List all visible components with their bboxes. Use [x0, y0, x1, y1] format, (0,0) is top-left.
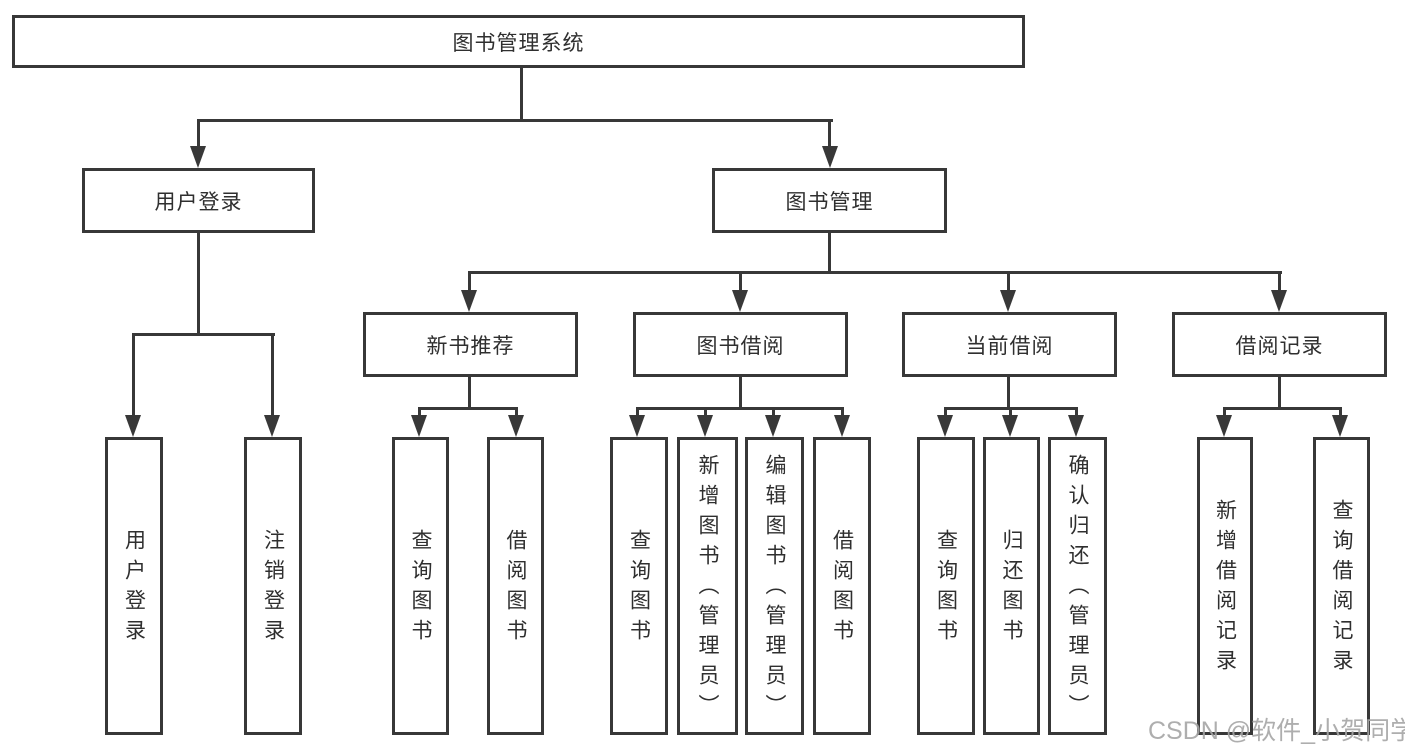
connector-line [704, 407, 707, 419]
arrow-down-icon [1068, 415, 1084, 437]
connector-line [944, 407, 947, 419]
arrow-down-icon [937, 415, 953, 437]
connector-line [197, 119, 833, 122]
leaf-borrow-books-recommend: 借阅图书 [487, 437, 544, 735]
connector-line [1278, 271, 1281, 292]
connector-line [468, 271, 1282, 274]
arrow-down-icon [1000, 290, 1016, 312]
connector-line [418, 407, 421, 419]
node-book-borrow-label: 图书借阅 [696, 334, 785, 358]
node-user-login-label: 用户登录 [154, 190, 243, 214]
connector-line [841, 407, 844, 419]
connector-line [1223, 407, 1226, 419]
arrow-down-icon [765, 415, 781, 437]
arrow-down-icon [732, 290, 748, 312]
connector-line [1223, 407, 1342, 410]
node-new-book-recommend-label: 新书推荐 [426, 334, 515, 358]
leaf-edit-book-admin-label: 编辑图书（管理员） [763, 454, 786, 724]
leaf-add-borrow-record-label: 新增借阅记录 [1213, 499, 1237, 679]
arrow-down-icon [461, 290, 477, 312]
arrow-down-icon [1332, 415, 1348, 437]
connector-line [739, 377, 742, 410]
leaf-query-books-current-label: 查询图书 [934, 529, 958, 649]
connector-line [1007, 377, 1010, 410]
connector-line [739, 271, 742, 292]
connector-line [515, 407, 518, 419]
node-borrow-records: 借阅记录 [1172, 312, 1387, 377]
node-book-management-label: 图书管理 [785, 190, 874, 214]
connector-line [636, 407, 844, 410]
arrow-down-icon [629, 415, 645, 437]
connector-line [271, 333, 274, 417]
node-new-book-recommend: 新书推荐 [363, 312, 578, 377]
leaf-query-books-current: 查询图书 [917, 437, 975, 735]
leaf-confirm-return-admin-label: 确认归还（管理员） [1066, 454, 1089, 724]
arrow-down-icon [1002, 415, 1018, 437]
leaf-add-borrow-record: 新增借阅记录 [1197, 437, 1253, 735]
leaf-borrow-books-label: 借阅图书 [830, 529, 854, 649]
node-borrow-records-label: 借阅记录 [1235, 334, 1324, 358]
connector-line [418, 407, 518, 410]
arrow-down-icon [822, 146, 838, 168]
connector-line [1278, 377, 1281, 410]
connector-line [1007, 271, 1010, 292]
arrow-down-icon [411, 415, 427, 437]
leaf-borrow-books-recommend-label: 借阅图书 [504, 529, 527, 649]
connector-line [1009, 407, 1012, 419]
connector-line [828, 233, 831, 274]
connector-line [197, 233, 200, 336]
arrow-down-icon [834, 415, 850, 437]
connector-line [197, 119, 200, 149]
arrow-down-icon [125, 415, 141, 437]
leaf-user-login-label: 用户登录 [122, 529, 146, 649]
connector-line [1339, 407, 1342, 419]
csdn-watermark: CSDN @软件_小贺同学 [1148, 717, 1405, 745]
node-user-login: 用户登录 [82, 168, 315, 233]
leaf-query-books-borrow-label: 查询图书 [627, 529, 651, 649]
connector-line [636, 407, 639, 419]
arrow-down-icon [1271, 290, 1287, 312]
arrow-down-icon [1216, 415, 1232, 437]
leaf-query-books-borrow: 查询图书 [610, 437, 668, 735]
arrow-down-icon [264, 415, 280, 437]
leaf-query-books-recommend: 查询图书 [392, 437, 449, 735]
leaf-confirm-return-admin: 确认归还（管理员） [1048, 437, 1107, 735]
node-root-label: 图书管理系统 [452, 31, 585, 55]
node-book-borrow: 图书借阅 [633, 312, 848, 377]
leaf-return-books-label: 归还图书 [1000, 529, 1023, 649]
connector-line [132, 333, 275, 336]
connector-line [828, 119, 831, 149]
arrow-down-icon [697, 415, 713, 437]
connector-line [468, 377, 471, 410]
connector-line [1075, 407, 1078, 419]
leaf-query-books-recommend-label: 查询图书 [409, 529, 432, 649]
node-book-management: 图书管理 [712, 168, 947, 233]
leaf-query-borrow-record-label: 查询借阅记录 [1330, 499, 1353, 679]
leaf-logout-label: 注销登录 [261, 529, 285, 649]
connector-line [772, 407, 775, 419]
leaf-add-book-admin: 新增图书（管理员） [677, 437, 738, 735]
leaf-edit-book-admin: 编辑图书（管理员） [745, 437, 804, 735]
leaf-logout: 注销登录 [244, 437, 302, 735]
leaf-return-books: 归还图书 [983, 437, 1040, 735]
connector-line [132, 333, 135, 417]
leaf-add-book-admin-label: 新增图书（管理员） [696, 454, 719, 724]
arrow-down-icon [508, 415, 524, 437]
leaf-user-login: 用户登录 [105, 437, 163, 735]
node-current-borrow-label: 当前借阅 [965, 334, 1054, 358]
connector-line [520, 68, 523, 122]
leaf-borrow-books: 借阅图书 [813, 437, 871, 735]
node-root: 图书管理系统 [12, 15, 1025, 68]
leaf-query-borrow-record: 查询借阅记录 [1313, 437, 1370, 735]
arrow-down-icon [190, 146, 206, 168]
node-current-borrow: 当前借阅 [902, 312, 1117, 377]
connector-line [468, 271, 471, 292]
